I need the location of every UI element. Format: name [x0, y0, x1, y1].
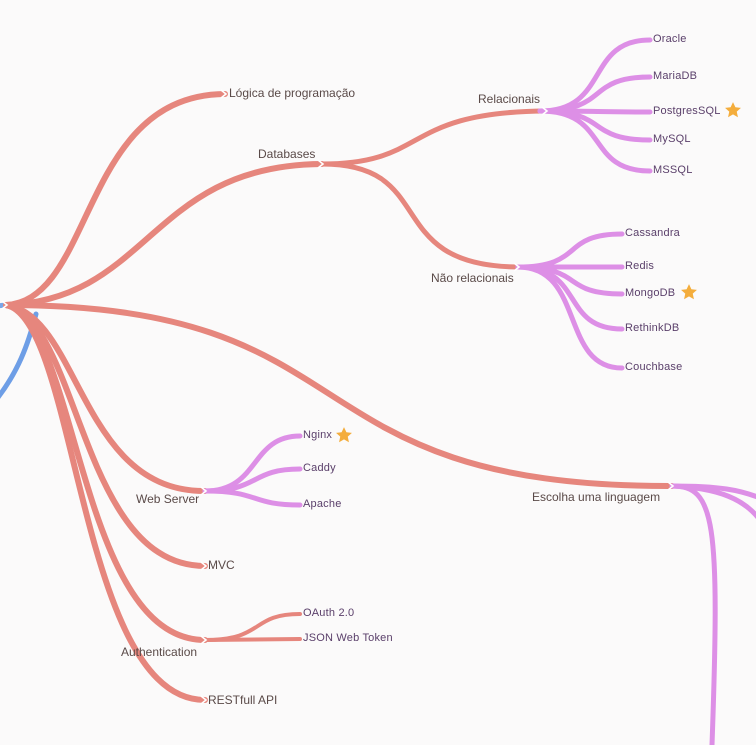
branch-edge-logica — [3, 91, 228, 308]
leaf-couchbase[interactable]: Couchbase — [625, 361, 683, 373]
leaf-mongodb[interactable]: MongoDB — [625, 287, 676, 299]
node-restfull-api[interactable]: RESTfull API — [208, 693, 278, 707]
branch-notch — [200, 635, 208, 645]
leaf-caddy[interactable]: Caddy — [303, 462, 336, 474]
branch-edge-authentication — [3, 302, 208, 643]
branch-notch — [220, 89, 228, 99]
star-icon — [336, 427, 352, 443]
leaf-mssql[interactable]: MSSQL — [653, 164, 693, 176]
leaf-nginx[interactable]: Nginx — [303, 429, 333, 441]
branch-edge-linguagem-down — [669, 483, 718, 745]
leaf-mysql[interactable]: MySQL — [653, 133, 691, 145]
branch-edge-nao-relacional-4 — [515, 264, 625, 371]
branch-notch — [317, 159, 325, 169]
node-relacionais[interactable]: Relacionais — [478, 92, 541, 106]
branch-notch — [200, 695, 208, 705]
node-mvc[interactable]: MVC — [208, 558, 235, 572]
node-authentication[interactable]: Authentication — [121, 645, 198, 659]
branch-notch — [200, 486, 208, 496]
branch-edge-nao-relacional-0 — [515, 231, 625, 270]
branch-edge-jwt — [203, 637, 302, 642]
branch-edge-web-server — [3, 302, 208, 495]
leaf-postgressql[interactable]: PostgresSQL — [653, 105, 721, 117]
branch-edge-relacional-4 — [537, 108, 653, 174]
branch-edge-relacionais — [319, 108, 549, 167]
branch-edge-nao-relacionais — [319, 161, 521, 270]
branch-edge-databases — [3, 161, 325, 308]
leaf-redis[interactable]: Redis — [625, 260, 655, 272]
branch-notch — [200, 561, 208, 571]
leaf-json-web-token[interactable]: JSON Web Token — [303, 632, 393, 644]
leaf-oauth2[interactable]: OAuth 2.0 — [303, 607, 355, 619]
star-icon — [725, 102, 741, 118]
leaf-cassandra[interactable]: Cassandra — [625, 227, 680, 239]
leaf-rethinkdb[interactable]: RethinkDB — [625, 322, 680, 334]
leaf-mariadb[interactable]: MariaDB — [653, 70, 698, 82]
node-nao-relacionais[interactable]: Não relacionais — [431, 271, 514, 285]
branch-notch — [513, 262, 521, 272]
node-escolha-linguagem[interactable]: Escolha uma linguagem — [532, 490, 661, 504]
node-databases[interactable]: Databases — [258, 147, 316, 161]
leaf-oracle[interactable]: Oracle — [653, 33, 687, 45]
branch-edge-oauth — [203, 612, 302, 642]
branch-edge-linguagem — [3, 302, 675, 490]
branch-edge-web-server-2 — [202, 488, 303, 508]
star-icon — [681, 284, 697, 300]
leaf-apache[interactable]: Apache — [303, 498, 342, 510]
branch-edge-linguagem-right2 — [669, 483, 756, 520]
node-logica-programacao[interactable]: Lógica de programação — [229, 86, 356, 100]
branch-notch — [667, 481, 675, 491]
root-notch — [1, 300, 9, 310]
branch-edge-restfull — [3, 302, 208, 703]
branch-notch — [541, 106, 549, 116]
node-web-server[interactable]: Web Server — [136, 492, 200, 506]
